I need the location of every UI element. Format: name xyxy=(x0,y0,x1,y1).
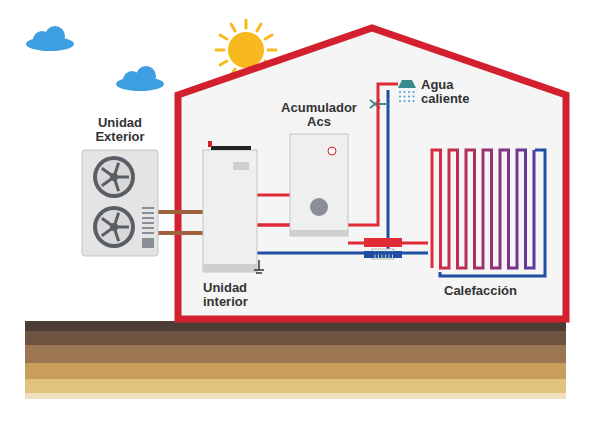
pipe-connector xyxy=(158,210,203,214)
shape-outline xyxy=(428,146,540,272)
shape-outline xyxy=(82,150,158,256)
manifold xyxy=(364,238,402,259)
dhw-tank: Acumulador Acs xyxy=(290,134,348,236)
pipe-connector xyxy=(257,252,428,255)
component-label: Calefacción xyxy=(444,284,524,298)
component-label: Unidad Exterior xyxy=(88,116,152,144)
component-label: Unidad interior xyxy=(203,281,273,309)
component-label: Agua caliente xyxy=(421,78,501,106)
return-pipes xyxy=(257,90,545,276)
pipe-connector xyxy=(257,194,290,197)
shape-outline xyxy=(290,134,348,236)
cloud xyxy=(116,66,164,91)
shape-outline xyxy=(203,150,257,272)
shower: Agua caliente xyxy=(398,80,416,104)
ground-layers xyxy=(25,321,566,399)
underfloor-heating: Calefacción xyxy=(428,146,540,272)
outdoor-second-pipe xyxy=(158,233,203,234)
house-outline xyxy=(178,28,566,319)
outdoor-unit: Unidad Exterior xyxy=(82,150,158,256)
indoor-unit: Unidad interior xyxy=(203,150,257,272)
shape-outline xyxy=(398,80,416,104)
component-label: Acumulador Acs xyxy=(274,101,364,129)
cloud xyxy=(26,26,74,51)
